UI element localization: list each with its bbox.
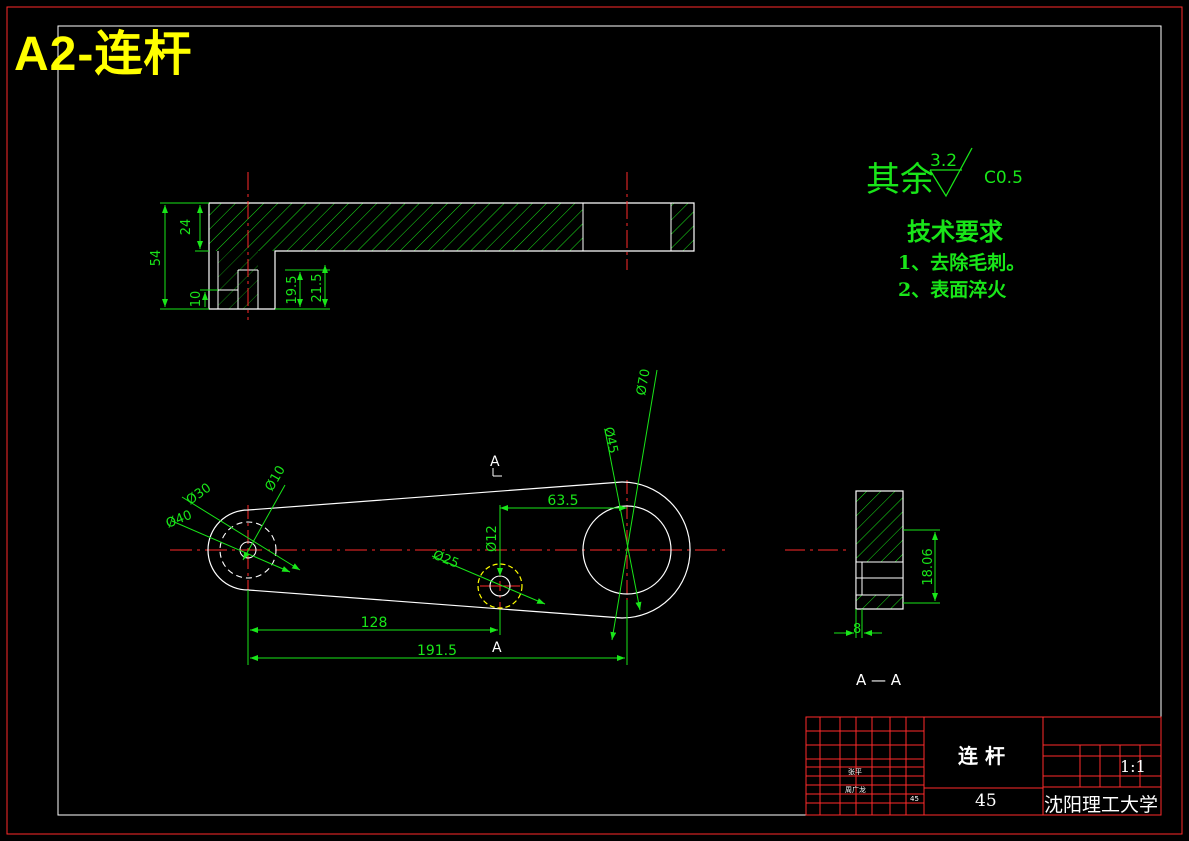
dim-191-5: 191.5 <box>417 643 457 659</box>
dim-63-5: 63.5 <box>547 493 578 509</box>
roughness-symbol <box>929 147 973 198</box>
side-view: 24 54 10 19.5 21.5 <box>149 172 695 320</box>
side-hatch-right <box>671 203 694 251</box>
designer-name: 张平 <box>848 767 862 776</box>
roughness-rest-label: 其余 <box>866 160 934 200</box>
reviewer-name: 周广龙 <box>845 785 866 794</box>
part-material: 45 <box>975 791 997 811</box>
section-label: A — A <box>856 671 902 689</box>
dim-phi70: Ø70 <box>634 368 653 397</box>
outer-border <box>6 6 1183 835</box>
dim-19-5: 19.5 <box>285 276 300 305</box>
middle-boss <box>477 563 523 609</box>
roughness-value: 3.2 <box>930 151 957 171</box>
section-view: 18.06 8 A — A <box>785 490 940 689</box>
part-name: 连 杆 <box>958 744 1005 768</box>
dim-10: 10 <box>189 291 204 308</box>
dim-phi40: Ø40 <box>164 508 194 532</box>
tech-requirement-item: 2、表面淬火 <box>898 279 1007 301</box>
tech-requirement-item: 1、去除毛刺。 <box>898 252 1026 274</box>
section-mark-upper: A <box>490 454 500 470</box>
big-end-hole <box>582 505 672 595</box>
sheet-title: A2-连杆 <box>14 28 193 81</box>
tech-requirements-title: 技术要求 <box>907 217 1003 246</box>
link-outline <box>207 481 691 619</box>
school-name: 沈阳理工大学 <box>1044 794 1159 816</box>
dim-phi10: Ø10 <box>262 463 288 494</box>
dim-8: 8 <box>853 622 861 637</box>
side-hatch-main <box>209 203 583 251</box>
inner-border <box>57 25 1162 816</box>
dim-54: 54 <box>149 250 164 267</box>
dim-phi45: Ø45 <box>600 426 620 455</box>
drawing-scale: 1:1 <box>1120 757 1146 776</box>
section-mark-lower: A <box>492 640 502 656</box>
dim-18-06: 18.06 <box>921 548 936 585</box>
dim-128: 128 <box>361 615 388 631</box>
dim-phi25: Ø25 <box>431 548 461 572</box>
dim-phi30: Ø30 <box>184 481 215 509</box>
title-block <box>805 716 1162 816</box>
material-code: 45 <box>910 795 919 803</box>
chamfer-note: C0.5 <box>984 168 1023 188</box>
dim-21-5: 21.5 <box>310 274 325 303</box>
dim-phi12: Ø12 <box>485 525 500 552</box>
dim-24: 24 <box>179 219 194 236</box>
small-end-hole <box>219 521 277 579</box>
plan-view: Ø30 Ø40 Ø10 Ø25 Ø12 Ø45 Ø70 63.5 128 191… <box>164 368 730 665</box>
